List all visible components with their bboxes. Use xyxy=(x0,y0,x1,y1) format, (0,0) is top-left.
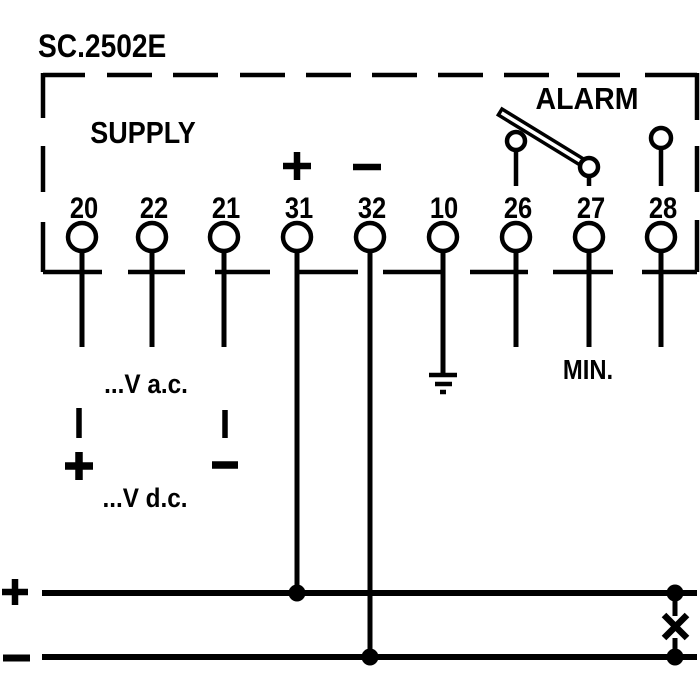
terminal-number: 10 xyxy=(430,191,458,224)
terminal-number: 21 xyxy=(212,191,240,224)
ac-voltage-label: ...V a.c. xyxy=(104,370,188,399)
terminal-32: 32 xyxy=(353,191,387,254)
alarm-relay-contact xyxy=(495,106,674,186)
terminal-number: 26 xyxy=(504,191,532,224)
terminal-number: 27 xyxy=(577,191,605,224)
junction-dot xyxy=(288,584,306,602)
terminal-31: 31 xyxy=(280,191,314,254)
supply-section-label: SUPPLY xyxy=(90,116,195,150)
contact-stud-26-icon xyxy=(504,129,528,153)
contact-stud-28-icon xyxy=(648,125,674,151)
junction-dot xyxy=(361,648,379,666)
terminal-pad-icon xyxy=(280,220,314,254)
device-outline-dashed-box xyxy=(40,72,700,275)
terminal-pad-icon xyxy=(572,220,606,254)
terminal-number: 22 xyxy=(140,191,168,224)
terminal-pad-icon xyxy=(499,220,533,254)
bus-plus-icon xyxy=(2,579,28,605)
terminal-20: 20 xyxy=(65,191,99,254)
terminal-27: 27 xyxy=(572,191,606,254)
alarm-terminal-leads xyxy=(513,251,664,347)
terminal-pad-icon xyxy=(65,220,99,254)
contact-stud-27-icon xyxy=(577,155,601,179)
terminal-pad-icon xyxy=(426,220,460,254)
terminal-21: 21 xyxy=(207,191,241,254)
terminal-pad-icon xyxy=(644,220,678,254)
alarm-min-label: MIN. xyxy=(563,353,613,385)
terminal-26: 26 xyxy=(499,191,533,254)
input-plus-icon xyxy=(283,152,311,180)
earth-ground-icon xyxy=(429,372,457,395)
terminal-number: 20 xyxy=(70,191,98,224)
terminal-22: 22 xyxy=(135,191,169,254)
load-branch xyxy=(661,593,690,657)
terminal-number: 31 xyxy=(285,191,313,224)
page-title: SC.2502E xyxy=(38,29,166,64)
terminal-28: 28 xyxy=(644,191,678,254)
terminal-10: 10 xyxy=(426,191,460,254)
dc-plus-icon xyxy=(65,452,93,480)
terminal-pad-icon xyxy=(135,220,169,254)
terminal-pad-icon xyxy=(353,220,387,254)
junction-dot xyxy=(666,584,684,602)
load-cross-icon xyxy=(661,612,690,641)
alarm-section-label: ALARM xyxy=(536,82,639,116)
input-terminal-leads xyxy=(294,251,373,657)
junction-dot xyxy=(666,648,684,666)
terminal-number: 28 xyxy=(649,191,677,224)
dc-voltage-label: ...V d.c. xyxy=(102,484,187,513)
terminal-number: 32 xyxy=(358,191,386,224)
supply-terminal-leads xyxy=(79,251,227,347)
terminal-pad-icon xyxy=(207,220,241,254)
